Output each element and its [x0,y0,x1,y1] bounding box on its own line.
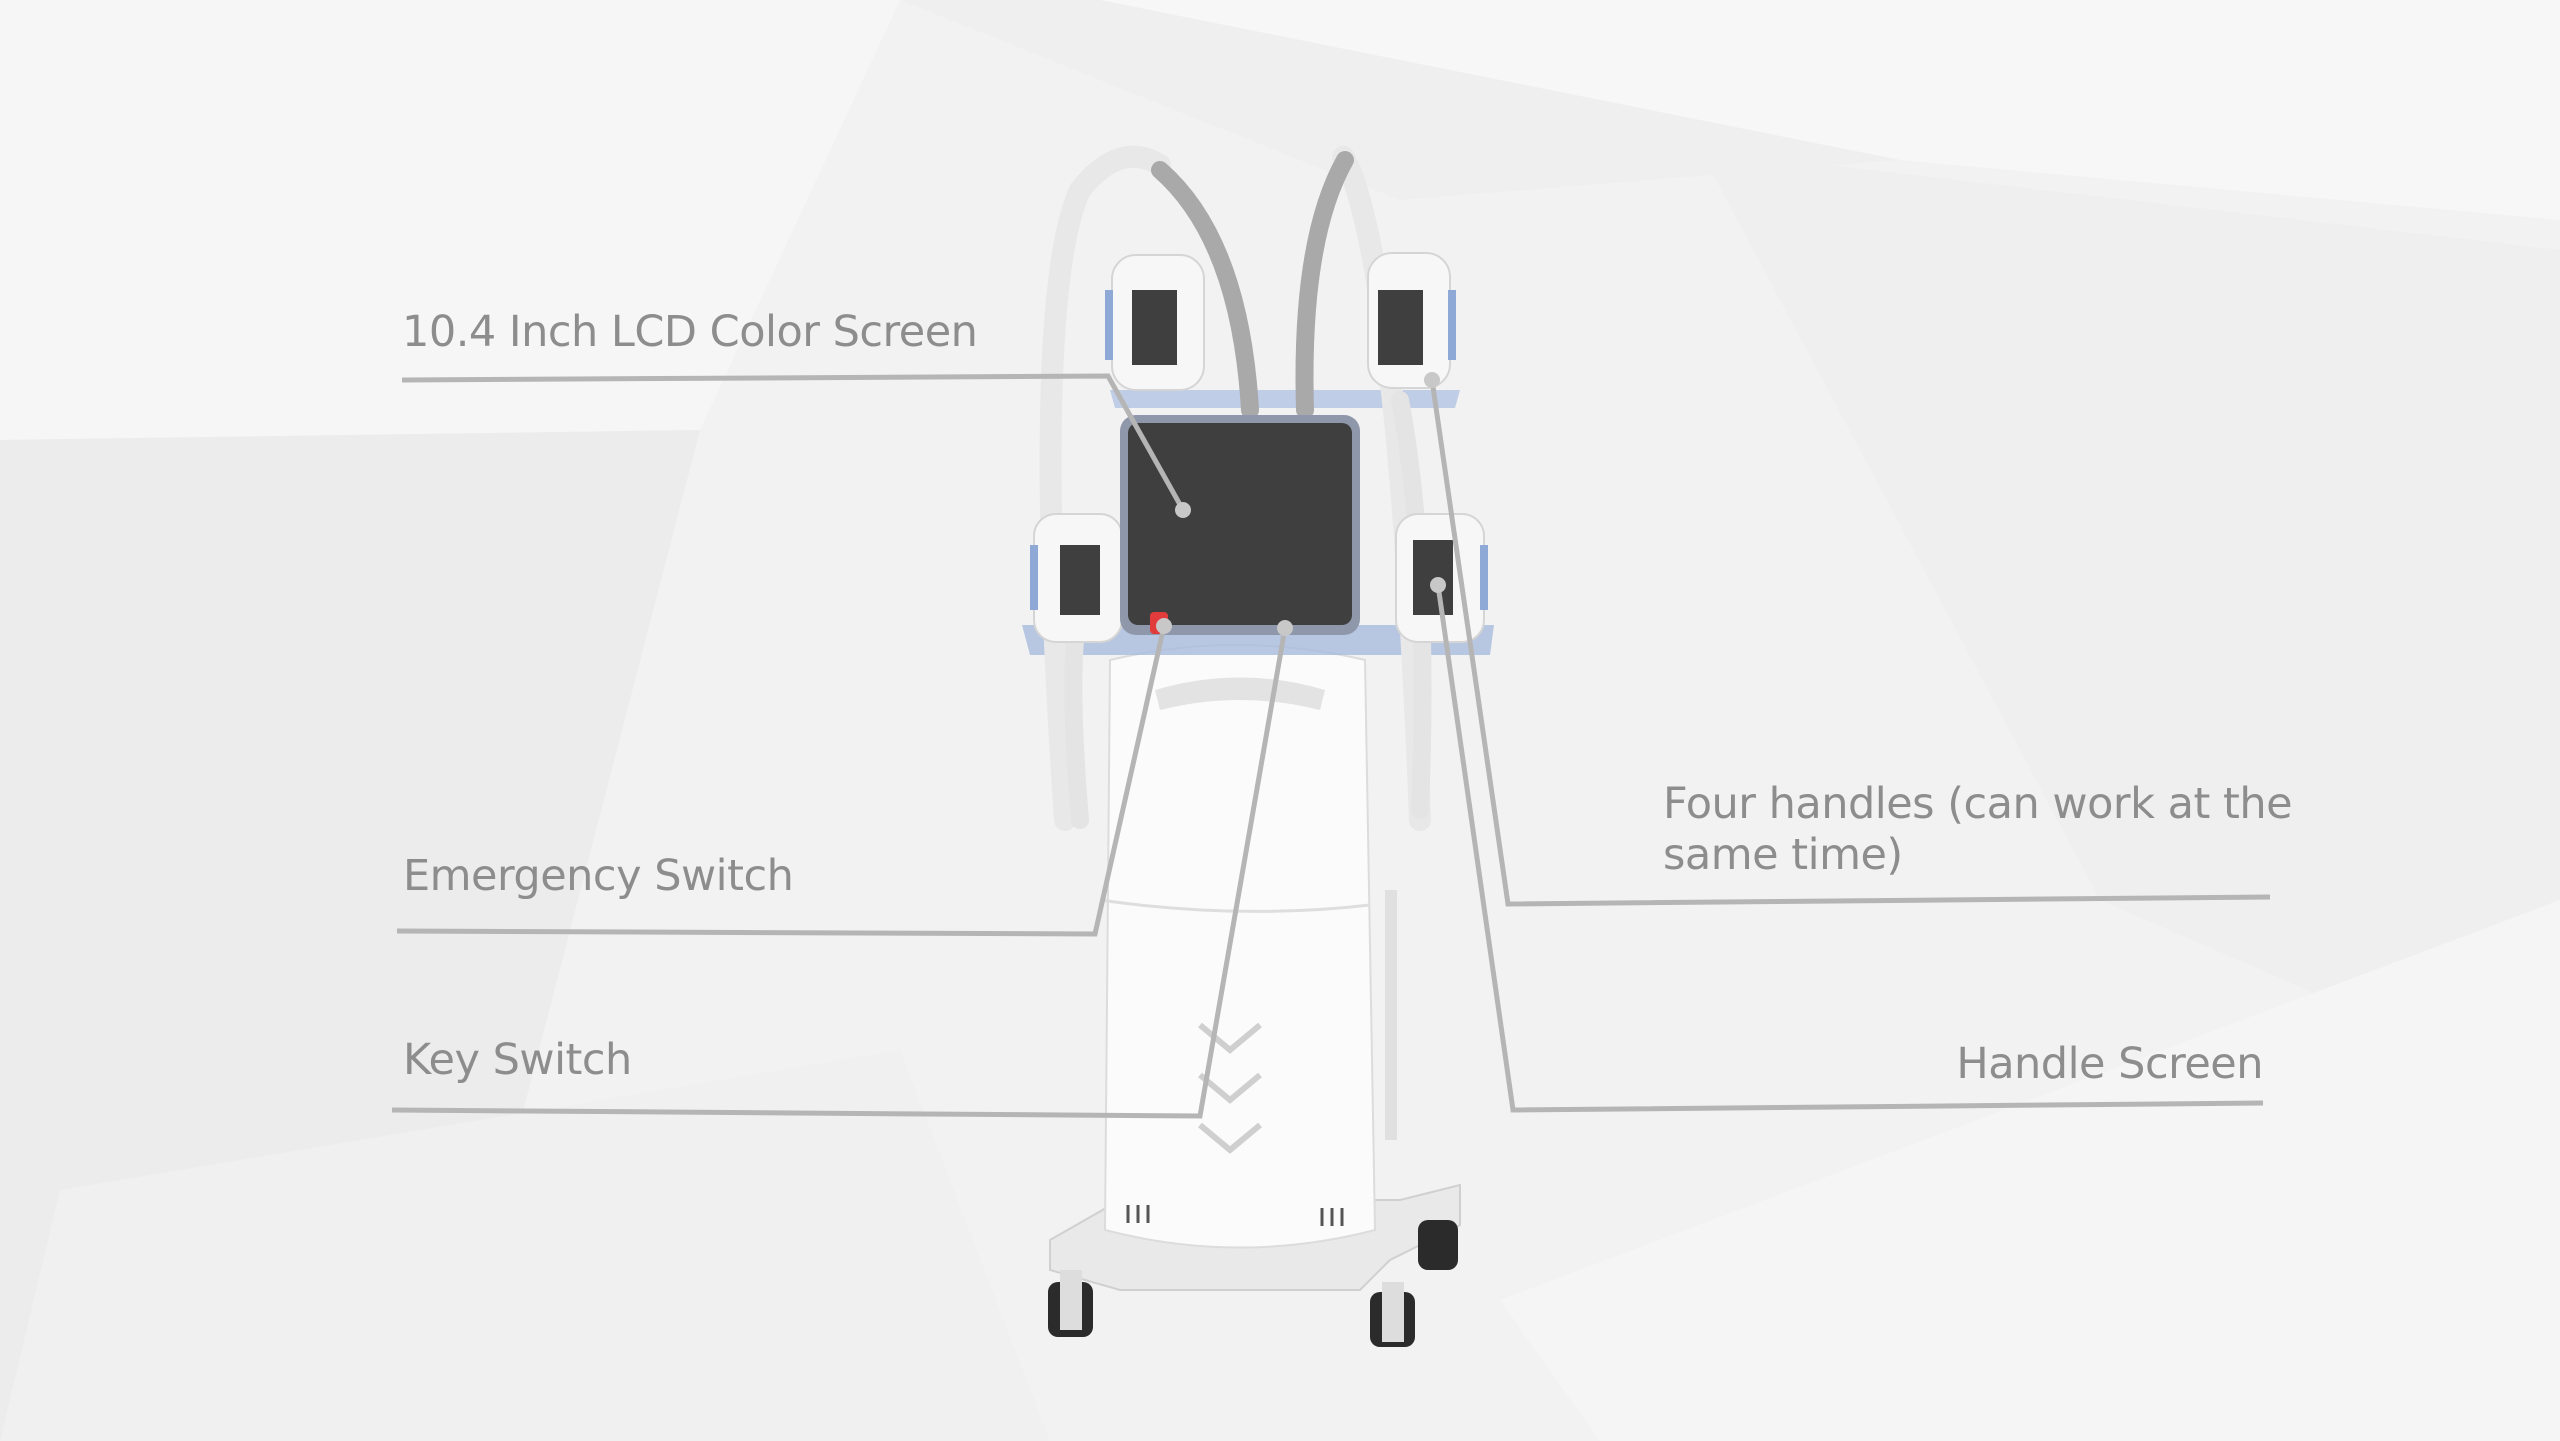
handle-screen [1060,545,1100,615]
label-lcd-screen: 10.4 Inch LCD Color Screen [402,307,978,357]
pointer-dot [1156,618,1172,634]
handle-top-right [1367,252,1456,389]
wheel-icon [1418,1220,1458,1270]
pointer-dot [1424,372,1440,388]
machine-body [1099,644,1397,1249]
label-emergency-switch: Emergency Switch [403,851,794,901]
leader-handle-screen [1435,584,2264,1113]
label-four-handles: Four handles (can work at the same time) [1663,779,2293,881]
pointer-dot [1277,620,1293,636]
label-key-switch: Key Switch [403,1035,632,1085]
label-four-handles-line2: same time) [1663,830,1903,880]
pointer-dot [1430,577,1446,593]
lcd-screen [1120,415,1360,635]
pointer-dot [1175,502,1191,518]
handle-screen [1413,540,1453,615]
handle-top-left [1105,254,1205,391]
handle-lower-left [1030,513,1123,643]
handle-screen [1132,290,1177,365]
handles [1030,252,1488,643]
leader-lcd-screen [401,373,1186,512]
leader-emergency-switch [396,625,1167,937]
handle-screen [1378,290,1423,365]
leader-four-handles [1429,379,2271,907]
label-handle-screen: Handle Screen [1956,1039,2263,1089]
label-four-handles-line1: Four handles (can work at the [1663,779,2293,829]
leader-key-switch [391,627,1288,1119]
